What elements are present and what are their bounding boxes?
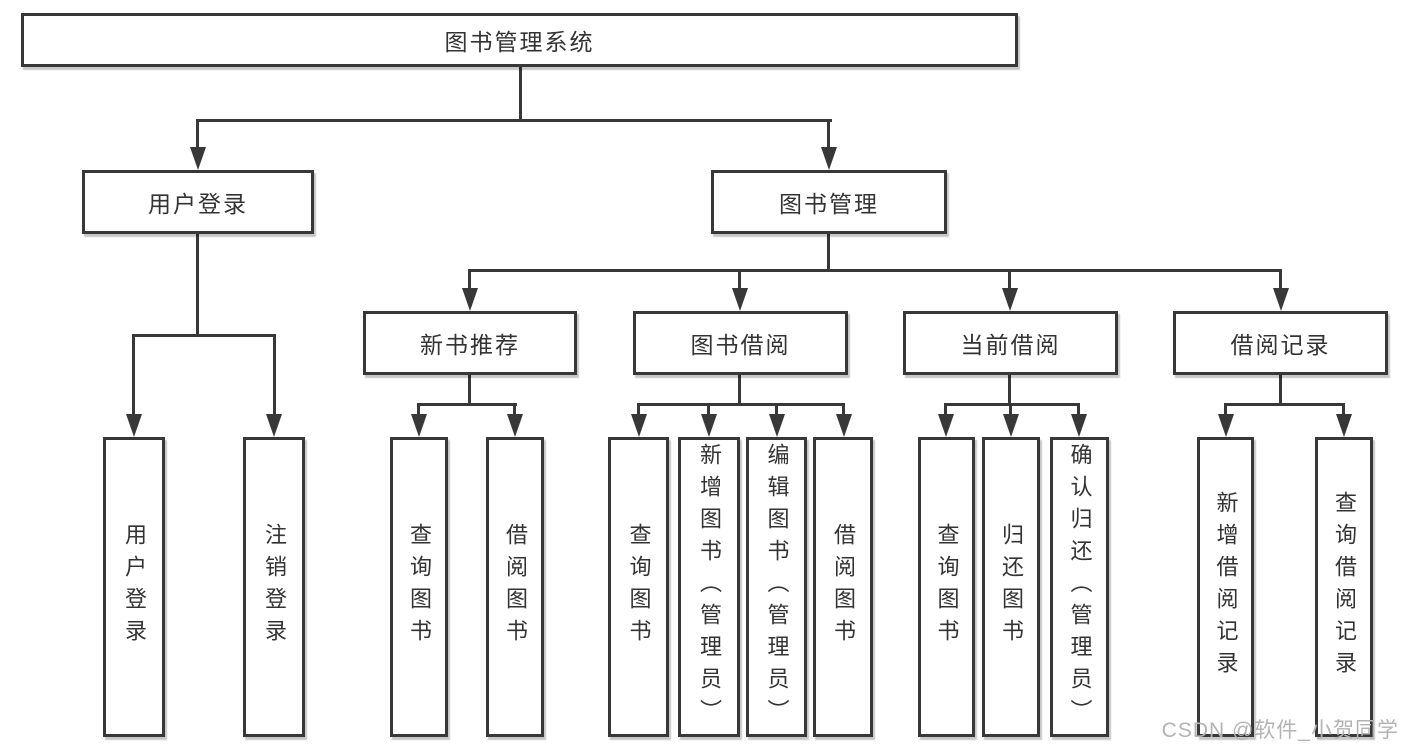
- connector-line: [738, 271, 741, 291]
- connector-line: [273, 336, 276, 416]
- connector-line: [1224, 403, 1345, 406]
- connector-line: [417, 403, 517, 406]
- leaf-borrow-books-borrowing: 借阅图书: [813, 437, 873, 737]
- leaf-label: 查询图书: [934, 523, 960, 651]
- arrow-down-icon: [1336, 414, 1352, 437]
- connector-line: [842, 405, 845, 417]
- leaf-return-books: 归还图书: [982, 437, 1040, 737]
- leaf-label: 新增图书（管理员）: [697, 443, 722, 731]
- arrow-down-icon: [1273, 288, 1289, 311]
- connector-line: [196, 121, 199, 149]
- leaf-label: 用户登录: [122, 523, 147, 651]
- leaf-edit-book-admin: 编辑图书（管理员）: [746, 437, 807, 737]
- arrow-down-icon: [507, 414, 523, 437]
- connector-line: [132, 336, 135, 416]
- node-label: 图书借阅: [690, 332, 791, 358]
- leaf-borrow-books-recommend: 借阅图书: [486, 437, 544, 737]
- leaf-label: 查询借阅记录: [1332, 491, 1357, 683]
- connector-line: [738, 375, 741, 406]
- leaf-label: 编辑图书（管理员）: [764, 443, 790, 731]
- arrow-down-icon: [266, 414, 282, 437]
- leaf-label: 查询图书: [407, 523, 432, 651]
- connector-line: [468, 375, 471, 406]
- leaf-logout: 注销登录: [243, 437, 305, 737]
- csdn-watermark: CSDN @软件_小贺同学: [1161, 719, 1399, 742]
- connector-line: [1008, 271, 1011, 291]
- leaf-confirm-return-admin: 确认归还（管理员）: [1050, 437, 1109, 737]
- node-new-book-recommendation: 新书推荐: [363, 311, 577, 375]
- node-user-login: 用户登录: [82, 170, 314, 234]
- node-label: 借阅记录: [1230, 332, 1331, 358]
- leaf-query-borrow-record: 查询借阅记录: [1315, 437, 1373, 737]
- node-label: 图书管理系统: [444, 29, 595, 55]
- connector-line: [1279, 375, 1282, 406]
- leaf-label: 新增借阅记录: [1213, 491, 1239, 683]
- connector-line: [944, 403, 1080, 406]
- leaf-user-login: 用户登录: [103, 437, 165, 737]
- arrow-down-icon: [701, 414, 717, 437]
- connector-line: [1224, 405, 1227, 417]
- connector-line: [707, 405, 710, 417]
- connector-line: [196, 119, 832, 122]
- connector-line: [1008, 375, 1011, 406]
- node-book-borrowing: 图书借阅: [633, 311, 848, 375]
- leaf-label: 归还图书: [999, 523, 1024, 651]
- connector-line: [637, 405, 640, 417]
- leaf-add-book-admin: 新增图书（管理员）: [678, 437, 740, 737]
- leaf-query-books-borrowing: 查询图书: [608, 437, 669, 737]
- node-label: 用户登录: [148, 191, 248, 217]
- connector-line: [132, 334, 276, 337]
- arrow-down-icon: [411, 414, 427, 437]
- leaf-label: 注销登录: [262, 523, 287, 651]
- node-borrowing-records: 借阅记录: [1173, 311, 1388, 375]
- leaf-label: 借阅图书: [831, 523, 856, 651]
- leaf-label: 确认归还（管理员）: [1067, 443, 1093, 731]
- connector-line: [827, 121, 830, 149]
- arrow-down-icon: [821, 147, 837, 170]
- arrow-down-icon: [836, 414, 852, 437]
- leaf-query-books-current: 查询图书: [918, 437, 975, 737]
- connector-line: [637, 403, 845, 406]
- connector-line: [519, 66, 522, 121]
- node-book-management: 图书管理: [711, 170, 947, 234]
- node-current-borrowing: 当前借阅: [903, 311, 1118, 375]
- connector-line: [1009, 405, 1012, 417]
- node-library-management-system: 图书管理系统: [21, 13, 1018, 67]
- arrow-down-icon: [938, 414, 954, 437]
- arrow-down-icon: [1003, 414, 1019, 437]
- leaf-add-borrow-record: 新增借阅记录: [1197, 437, 1254, 737]
- arrow-down-icon: [462, 288, 478, 311]
- connector-line: [827, 234, 830, 272]
- connector-line: [775, 405, 778, 417]
- leaf-label: 查询图书: [626, 523, 652, 651]
- arrow-down-icon: [190, 147, 206, 170]
- arrow-down-icon: [769, 414, 785, 437]
- connector-line: [468, 271, 471, 291]
- node-label: 新书推荐: [420, 332, 520, 358]
- arrow-down-icon: [1002, 288, 1018, 311]
- arrow-down-icon: [126, 414, 142, 437]
- arrow-down-icon: [732, 288, 748, 311]
- connector-line: [468, 269, 1282, 272]
- connector-line: [196, 234, 199, 336]
- connector-line: [944, 405, 947, 417]
- arrow-down-icon: [631, 414, 647, 437]
- leaf-label: 借阅图书: [503, 523, 528, 651]
- node-label: 图书管理: [779, 191, 879, 217]
- arrow-down-icon: [1071, 414, 1087, 437]
- connector-line: [1077, 405, 1080, 417]
- connector-line: [513, 405, 516, 417]
- leaf-query-books-recommend: 查询图书: [390, 437, 448, 737]
- connector-line: [417, 405, 420, 417]
- arrow-down-icon: [1218, 414, 1234, 437]
- connector-line: [1342, 405, 1345, 417]
- connector-line: [1279, 271, 1282, 291]
- node-label: 当前借阅: [960, 332, 1061, 358]
